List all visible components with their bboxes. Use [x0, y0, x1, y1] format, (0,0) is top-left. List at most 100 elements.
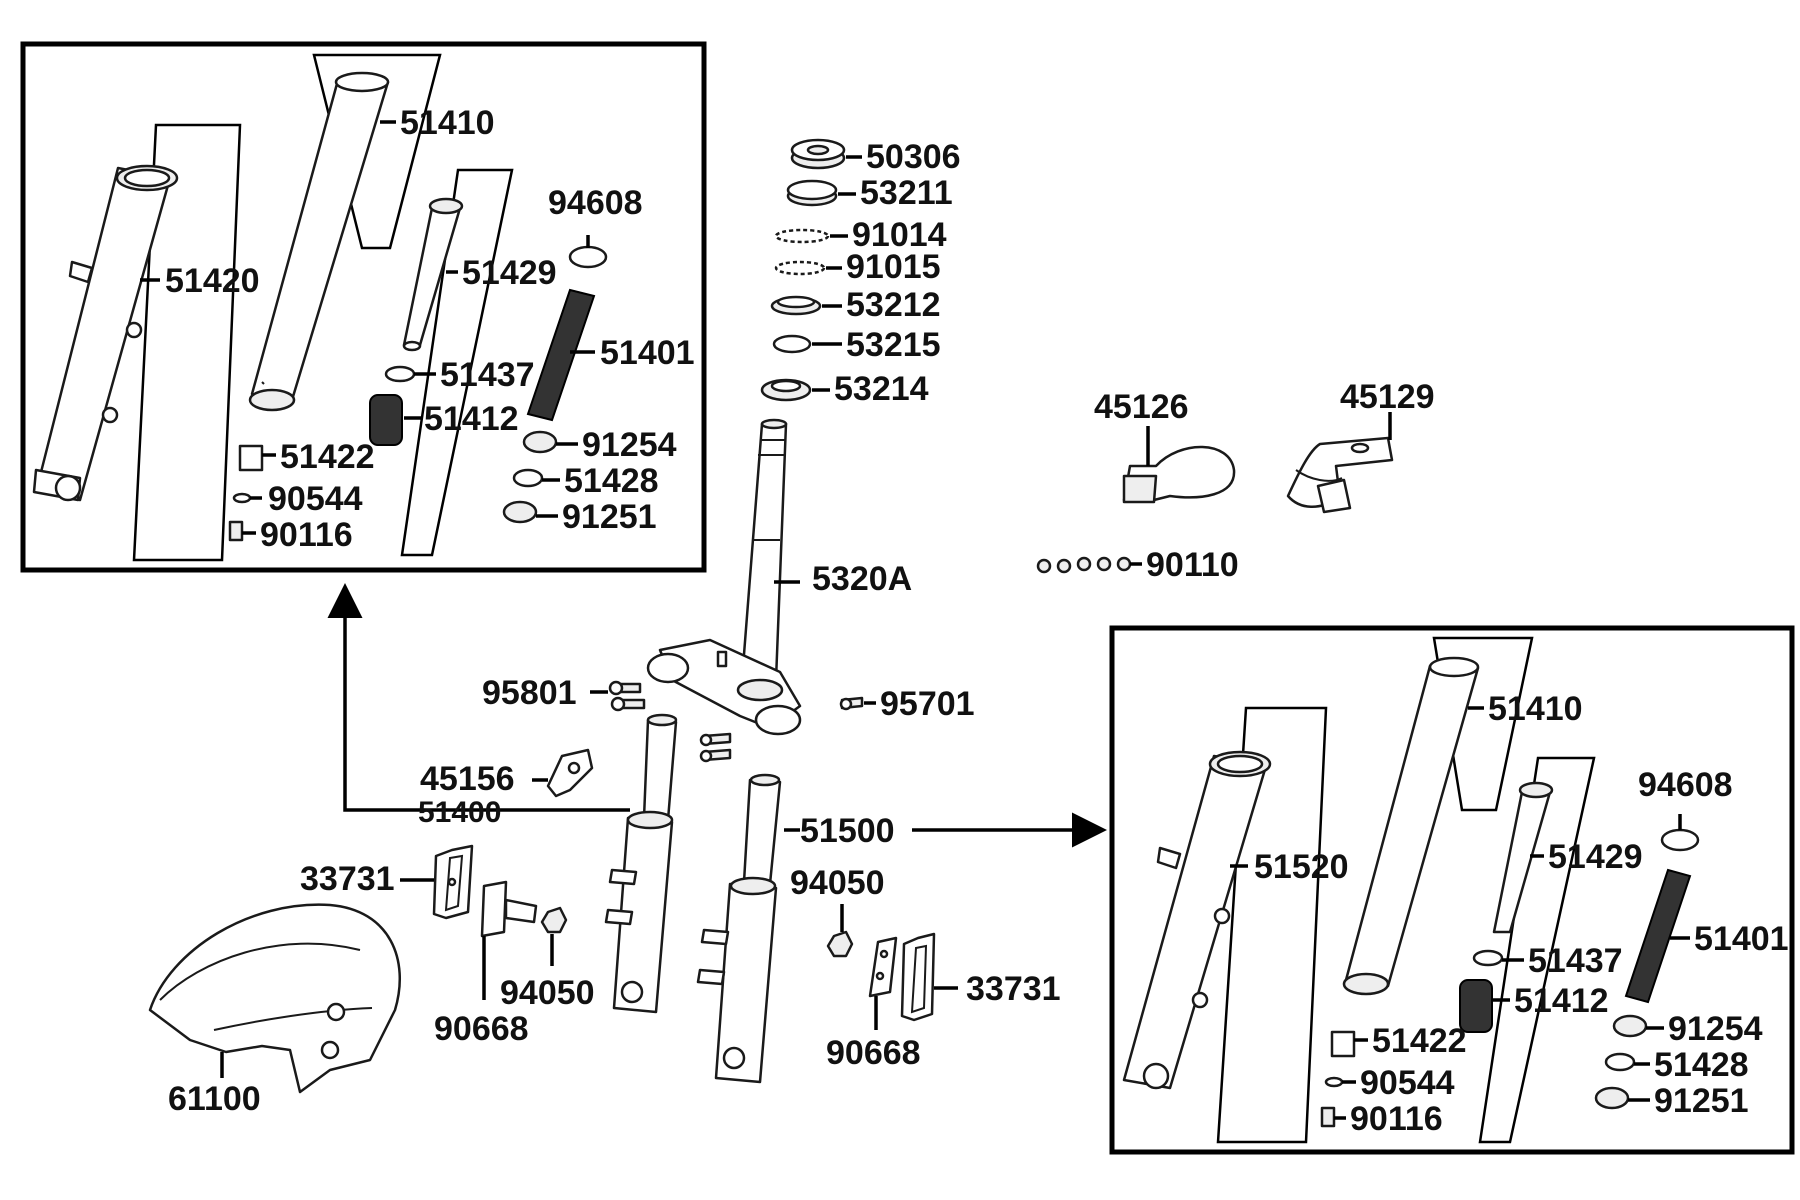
screws-90110-drawing — [1036, 556, 1132, 574]
washer-91251-right-drawing — [1594, 1086, 1630, 1110]
ring-51428-drawing — [512, 468, 544, 488]
label-51422: 51422 — [280, 438, 375, 476]
label-45126: 45126 — [1094, 388, 1189, 426]
bushing-51422-right-drawing — [1330, 1030, 1356, 1058]
seal-94608-right-drawing — [1660, 828, 1700, 852]
label-90668-left: 90668 — [434, 1010, 529, 1048]
label-90544-right: 90544 — [1360, 1064, 1455, 1102]
nut-50306-drawing — [790, 138, 846, 170]
label-91015: 91015 — [846, 248, 941, 286]
pinch-bolts-drawing — [699, 732, 732, 763]
label-45156: 45156 — [420, 760, 515, 798]
right-inset-frame — [1109, 625, 1795, 1155]
label-51437-right: 51437 — [1528, 942, 1623, 980]
left-inset: 51410 51420 51429 94608 51401 51437 5141… — [20, 41, 707, 573]
steering-stack: 50306 53211 91014 91015 53212 53215 — [482, 138, 975, 763]
fork-leg-51500 — [696, 773, 782, 1084]
spring-51412-drawing — [369, 394, 403, 446]
seal-53215-drawing — [772, 334, 812, 354]
oring-90544-drawing — [232, 492, 252, 504]
damper-rod-51429-right-drawing — [1492, 781, 1554, 934]
label-91014: 91014 — [852, 216, 947, 254]
plane-51429-right — [1478, 756, 1596, 1144]
ring-51437-right-drawing — [1472, 949, 1504, 967]
label-51429-right: 51429 — [1548, 838, 1643, 876]
race-53212-drawing — [770, 295, 822, 316]
label-51401: 51401 — [600, 334, 695, 372]
label-51401-right: 51401 — [1694, 920, 1789, 958]
reflector-33731-left-drawing — [432, 844, 474, 920]
label-51420: 51420 — [165, 262, 260, 300]
label-91251: 91251 — [562, 498, 657, 536]
label-51422-right: 51422 — [1372, 1022, 1467, 1060]
clamp-45129-drawing — [1286, 436, 1394, 514]
hose-guide-45156-drawing — [546, 748, 594, 798]
bearing-91014-drawing — [774, 228, 830, 244]
seal-94608-drawing — [568, 245, 608, 269]
label-51428-right: 51428 — [1654, 1046, 1749, 1084]
label-94050-left: 94050 — [500, 974, 595, 1012]
label-51412-right: 51412 — [1514, 982, 1609, 1020]
plane-51520 — [1216, 706, 1328, 1144]
ring-51437-drawing — [384, 365, 416, 383]
fork-leg-51400 — [604, 713, 678, 1014]
spring-51412-right-drawing — [1459, 979, 1493, 1033]
oring-90544-right-drawing — [1324, 1076, 1344, 1088]
label-51410-right: 51410 — [1488, 690, 1583, 728]
outer-tube-51520-drawing — [1122, 750, 1272, 1090]
label-51410: 51410 — [400, 104, 495, 142]
label-51520: 51520 — [1254, 848, 1349, 886]
spring-51401-right-drawing — [1624, 868, 1692, 1004]
label-91254-right: 91254 — [1668, 1010, 1763, 1048]
label-94608: 94608 — [548, 184, 643, 222]
plane-51429 — [400, 168, 514, 557]
outer-tube-51420-drawing — [32, 164, 179, 502]
arrow-51400-to-left-inset — [327, 583, 512, 812]
label-53215: 53215 — [846, 326, 941, 364]
reflector-33731-right-drawing — [900, 932, 936, 1022]
nut-94050-left-drawing — [540, 906, 568, 934]
bushing-51422-drawing — [238, 444, 264, 472]
inner-tube-51410-drawing — [248, 71, 390, 412]
damper-rod-51429-drawing — [402, 197, 464, 352]
label-91251-right: 91251 — [1654, 1082, 1749, 1120]
label-45129: 45129 — [1340, 378, 1435, 416]
label-50306: 50306 — [866, 138, 961, 176]
label-33731-right: 33731 — [966, 970, 1061, 1008]
label-51412: 51412 — [424, 400, 519, 438]
label-90116: 90116 — [260, 516, 353, 554]
spring-51401-drawing — [526, 288, 596, 422]
label-90116-right: 90116 — [1350, 1100, 1443, 1138]
label-51428: 51428 — [564, 462, 659, 500]
screw-95701-drawing — [839, 696, 864, 711]
label-53212: 53212 — [846, 286, 941, 324]
plane-51420 — [132, 123, 242, 562]
fender-61100-drawing — [148, 903, 401, 1094]
label-91254: 91254 — [582, 426, 677, 464]
label-5320A: 5320A — [812, 560, 912, 598]
label-94050-right: 94050 — [790, 864, 885, 902]
bolts-95801-drawing — [608, 680, 646, 712]
right-inset: 51410 51520 51429 94608 51401 51437 5141… — [1109, 625, 1795, 1155]
washer-91251-drawing — [502, 500, 538, 524]
washer-91254-drawing — [522, 430, 558, 454]
washer-91254-right-drawing — [1612, 1014, 1648, 1038]
bolt-90116-right-drawing — [1320, 1106, 1336, 1128]
label-33731-left: 33731 — [300, 860, 395, 898]
bolt-90116-drawing — [228, 520, 244, 542]
label-53214: 53214 — [834, 370, 929, 408]
inner-tube-51410-right-drawing — [1342, 656, 1480, 996]
label-61100: 61100 — [168, 1080, 261, 1118]
nut-94050-right-drawing — [826, 930, 854, 958]
ring-51428-right-drawing — [1604, 1052, 1636, 1072]
label-90110: 90110 — [1146, 546, 1239, 584]
label-51400: 51400 — [418, 796, 501, 829]
label-94608-right: 94608 — [1638, 766, 1733, 804]
race-53214-drawing — [760, 378, 812, 402]
label-90544: 90544 — [268, 480, 363, 518]
clamp-45126-drawing — [1122, 445, 1236, 504]
label-95701: 95701 — [880, 685, 975, 723]
label-95801: 95801 — [482, 674, 577, 712]
ring-53211-drawing — [786, 179, 838, 207]
